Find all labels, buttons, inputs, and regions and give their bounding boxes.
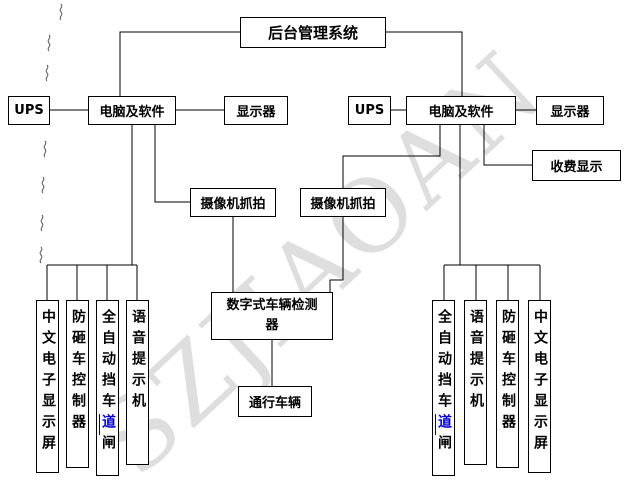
auto-barrier-gate-right-label-link: 道 xyxy=(436,414,452,435)
ups-right-box: UPS xyxy=(348,96,391,125)
fee-display-box: 收费显示 xyxy=(532,150,621,181)
ups-left-box: UPS xyxy=(8,96,50,125)
connector-line xyxy=(342,125,441,188)
chinese-led-display-right-box: 中文电子显示屏 xyxy=(528,300,551,473)
auto-barrier-gate-right-box: 全自动挡车道闸 xyxy=(432,300,455,476)
anti-smash-controller-right-box: 防砸车控制器 xyxy=(496,300,519,468)
voice-prompt-right-box: 语音提示机 xyxy=(464,300,487,465)
chinese-led-display-left-box: 中文电子显示屏 xyxy=(36,300,59,473)
object-anchor-icon xyxy=(44,34,54,52)
object-anchor-icon xyxy=(37,214,47,232)
auto-barrier-gate-left-label-link: 道 xyxy=(100,414,116,435)
computer-software-right-box: 电脑及软件 xyxy=(406,96,516,125)
backend-management-system-box: 后台管理系统 xyxy=(240,17,386,48)
object-anchor-icon xyxy=(40,140,50,158)
digital-vehicle-detector-box: 数字式车辆检测器 xyxy=(211,292,333,340)
object-anchor-icon xyxy=(42,64,52,82)
auto-barrier-gate-left-label-post: 闸 xyxy=(100,435,116,456)
digital-vehicle-detector-label: 数字式车辆检测器 xyxy=(226,298,318,333)
object-anchor-icon xyxy=(36,246,46,264)
computer-software-left-box: 电脑及软件 xyxy=(88,96,176,125)
connector-line xyxy=(119,31,240,96)
connector-line xyxy=(154,125,190,203)
auto-barrier-gate-right-label-pre: 全自动挡车 xyxy=(436,309,452,414)
auto-barrier-gate-right-label-post: 闸 xyxy=(436,435,452,456)
auto-barrier-gate-left-label-pre: 全自动挡车 xyxy=(100,309,116,414)
passing-vehicle-box: 通行车辆 xyxy=(238,386,312,417)
connector-line xyxy=(329,217,344,292)
object-anchor-icon xyxy=(56,3,66,21)
voice-prompt-left-box: 语音提示机 xyxy=(126,300,149,465)
connector-line xyxy=(483,125,532,166)
monitor-left-box: 显示器 xyxy=(224,96,288,125)
camera-capture-right-box: 摄像机抓拍 xyxy=(300,188,386,217)
connector-line xyxy=(386,31,463,96)
monitor-right-box: 显示器 xyxy=(536,96,604,125)
anti-smash-controller-left-box: 防砸车控制器 xyxy=(66,300,89,468)
auto-barrier-gate-left-box: 全自动挡车道闸 xyxy=(96,300,119,476)
camera-capture-left-box: 摄像机抓拍 xyxy=(190,188,276,217)
object-anchor-icon xyxy=(38,176,48,194)
